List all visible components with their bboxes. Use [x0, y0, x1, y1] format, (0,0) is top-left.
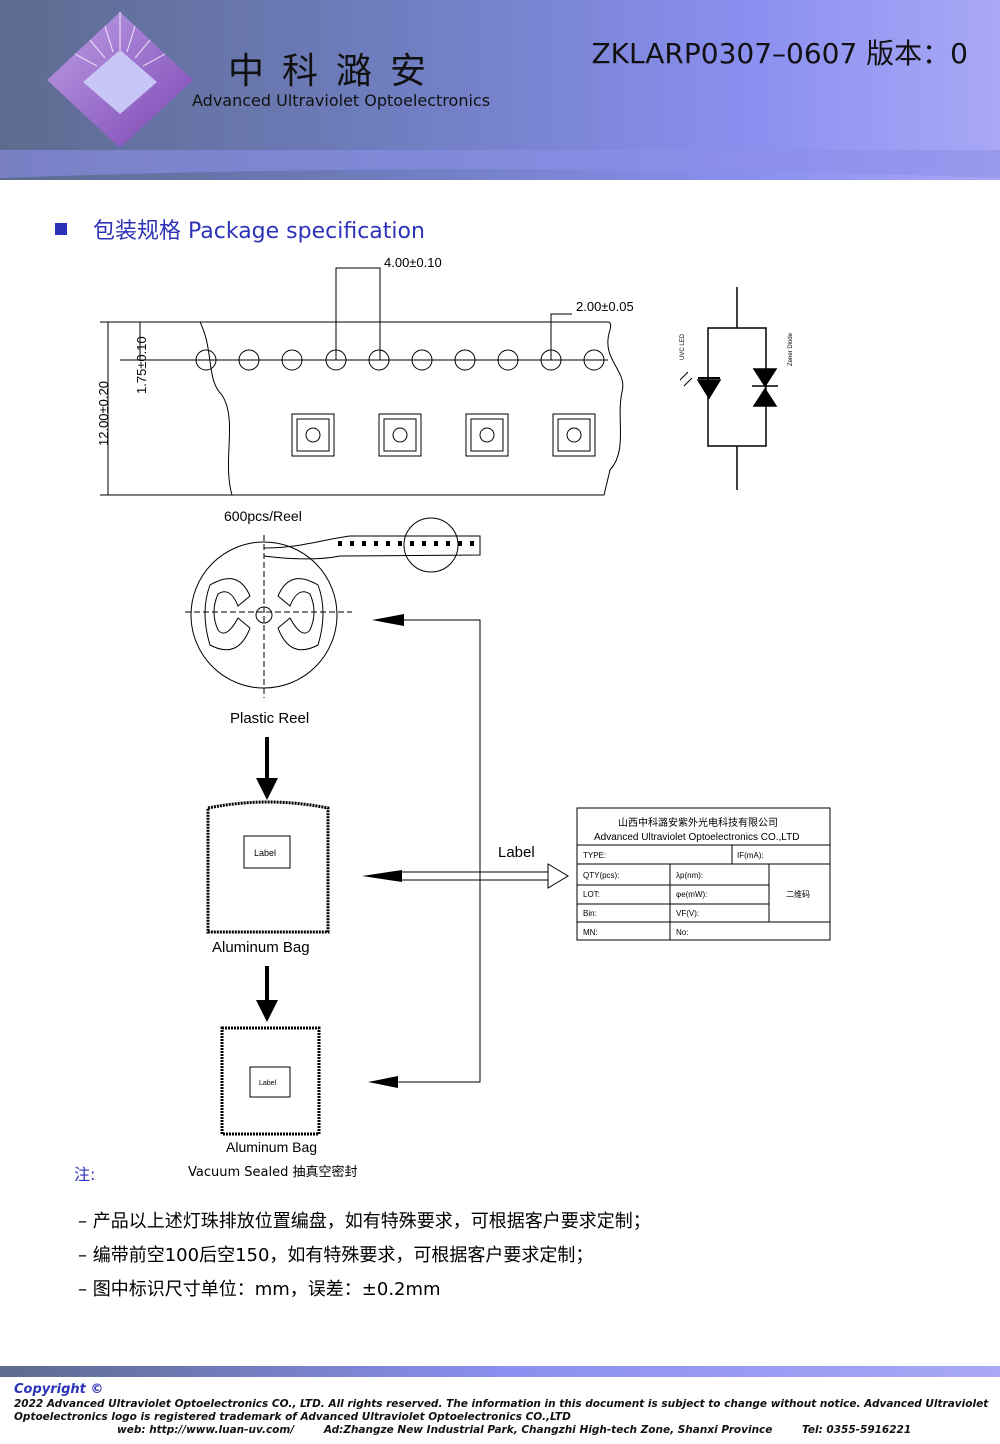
- bullet-square-icon: [55, 223, 67, 235]
- notes-list: – 产品以上述灯珠排放位置编盘，如有特殊要求，可根据客户要求定制； – 编带前空…: [78, 1205, 651, 1307]
- reel-tape-pockets: [338, 541, 474, 546]
- copyright-heading: Copyright ©: [14, 1382, 104, 1397]
- zener-diode-icon: [752, 368, 778, 388]
- brand-name-cn: 中科潞安: [228, 51, 445, 92]
- label-phi: φe(mW):: [676, 890, 707, 899]
- aluminum-bag-2: [220, 1026, 321, 1136]
- document-number: ZKLARP0307–0607 版本：0: [591, 37, 968, 70]
- sprocket-holes: [195, 349, 605, 371]
- reel-qty: 600pcs/Reel: [224, 508, 302, 524]
- footer-address: Ad:Zhangze New Industrial Park, Changzhi…: [323, 1424, 773, 1436]
- label-if: IF(mA):: [737, 851, 764, 860]
- plastic-reel-drawing: [185, 517, 481, 698]
- tape-break-line: [199, 321, 233, 496]
- aluminum-bag-1: [206, 800, 330, 934]
- aluminum-bag-2-label: Aluminum Bag: [226, 1139, 317, 1155]
- section-title-text: 包装规格 Package specification: [93, 219, 425, 244]
- label-card: [576, 807, 831, 941]
- note-item: – 编带前空100后空150，如有特殊要求，可根据客户要求定制；: [78, 1245, 594, 1266]
- uvc-led-label: UVC LED: [680, 333, 686, 360]
- dim-hole-pitch: 2.00±0.05: [576, 299, 634, 314]
- label-lot: LOT:: [583, 890, 600, 899]
- aluminum-bag-1-label: Aluminum Bag: [212, 939, 310, 956]
- label-company-cn: 山西中科潞安紫外光电科技有限公司: [618, 816, 778, 829]
- company-logo-icon: [47, 12, 193, 148]
- left-arrow-icon: [368, 1076, 398, 1088]
- section-title: 包装规格 Package specification: [55, 213, 425, 245]
- footer-line-1: 2022 Advanced Ultraviolet Optoelectronic…: [14, 1398, 989, 1410]
- dim-width: 12.00±0.20: [96, 381, 111, 446]
- label-connector: [398, 619, 569, 1083]
- footer-tel: Tel: 0355-5916221: [802, 1424, 912, 1436]
- dim-hole-offset: 1.75±0.10: [134, 336, 149, 394]
- label-company-en: Advanced Ultraviolet Optoelectronics CO.…: [594, 832, 799, 843]
- page-footer: Copyright © 2022 Advanced Ultraviolet Op…: [14, 1381, 994, 1437]
- notes-label: 注:: [74, 1165, 96, 1184]
- footer-web-link[interactable]: web: http://www.luan-uv.com/: [117, 1424, 295, 1436]
- zener-label: Zener Diode: [788, 332, 794, 366]
- label-arrow-text: Label: [498, 844, 535, 861]
- circuit-diagram: [679, 287, 778, 490]
- label-lambda: λp(nm):: [676, 871, 703, 880]
- plastic-reel-label: Plastic Reel: [230, 710, 309, 727]
- carrier-tape-outline: [107, 321, 624, 496]
- down-arrow-icon: [256, 737, 278, 800]
- label-vf: VF(V):: [676, 909, 699, 918]
- bag-label-1: Label: [254, 848, 276, 858]
- down-arrow-icon: [256, 966, 278, 1022]
- left-arrow-icon: [362, 870, 402, 882]
- header-wave: [0, 150, 1000, 178]
- brand-name-en: Advanced Ultraviolet Optoelectronics: [192, 91, 491, 110]
- label-qr: 二维码: [786, 889, 810, 899]
- dim-pitch: 4.00±0.10: [384, 255, 442, 270]
- footer-line-2: Optoelectronics logo is registered trade…: [14, 1411, 571, 1423]
- label-qty: QTY(pcs):: [583, 871, 619, 880]
- led-diode-icon: [696, 379, 722, 400]
- bag-label-2: Label: [259, 1080, 277, 1087]
- label-mn: MN:: [583, 928, 598, 937]
- led-pockets: [291, 413, 596, 457]
- label-bin: Bin:: [583, 909, 597, 918]
- note-item: – 产品以上述灯珠排放位置编盘，如有特殊要求，可根据客户要求定制；: [78, 1211, 651, 1232]
- footer-bar: [0, 1366, 1000, 1377]
- left-arrow-icon: [372, 614, 404, 626]
- label-type: TYPE:: [583, 851, 606, 860]
- note-item: – 图中标识尺寸单位：mm，误差：±0.2mm: [78, 1279, 441, 1300]
- label-no: No:: [676, 928, 688, 937]
- footer-contact: web: http://www.luan-uv.com/ Ad:Zhangze …: [14, 1424, 994, 1437]
- vacuum-sealed-label: Vacuum Sealed 抽真空密封: [188, 1164, 357, 1180]
